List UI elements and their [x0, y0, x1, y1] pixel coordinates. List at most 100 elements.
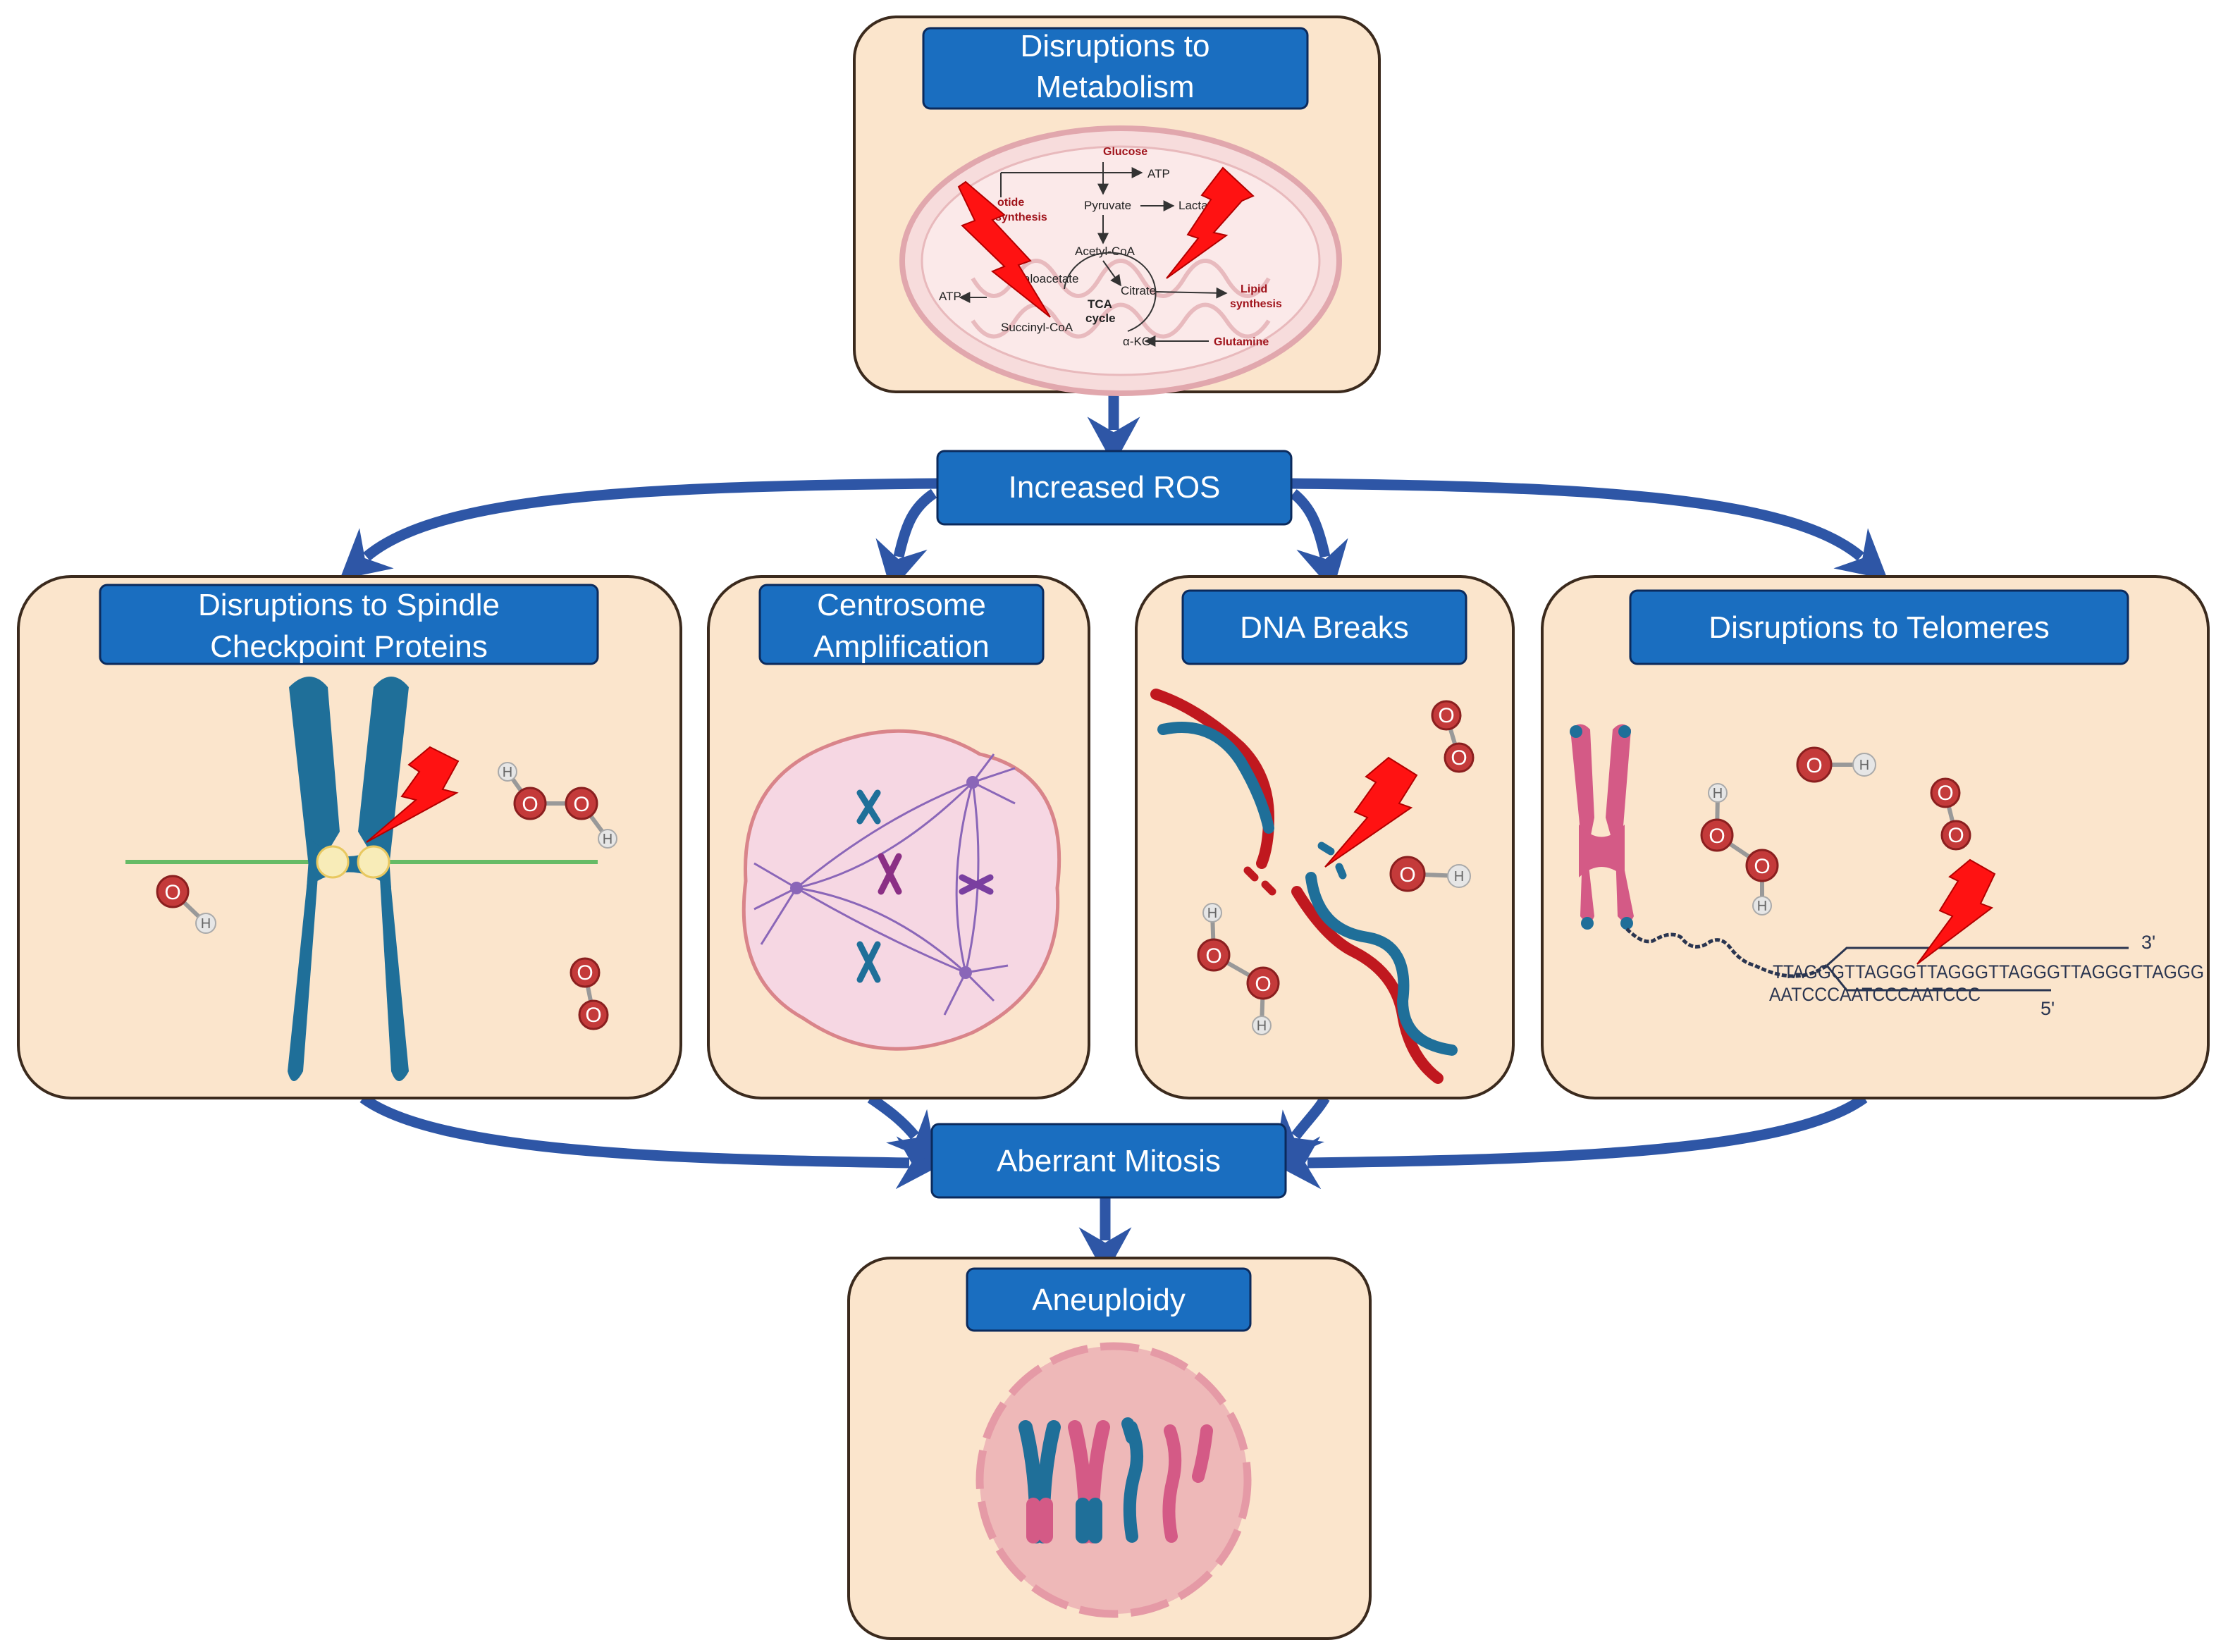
arrow-ros-to-telomeres	[1289, 478, 1888, 580]
dna-helix-illustration	[1150, 689, 1458, 1084]
svg-text:O: O	[577, 961, 593, 985]
svg-text:O: O	[1255, 973, 1271, 996]
telomere-strand-lines	[1826, 947, 2129, 992]
svg-text:O: O	[1399, 863, 1415, 887]
glucose-label: Glucose	[1103, 146, 1147, 158]
metabolism-header	[922, 27, 1309, 110]
mitochondrion-illustration	[899, 125, 1342, 396]
pyruvate-label: Pyruvate	[1084, 199, 1131, 212]
ros-title: Increased ROS	[1009, 470, 1221, 505]
mitosis-title: Aberrant Mitosis	[997, 1144, 1221, 1178]
dna-coil	[1625, 927, 1828, 978]
svg-text:H: H	[1757, 899, 1767, 914]
aneuploidy-title: Aneuploidy	[1032, 1283, 1186, 1317]
telomere-end-3prime: 3'	[2141, 932, 2155, 953]
centrosome-panel: Centrosome Amplification	[707, 575, 1090, 1099]
hydroxyl-molecule: O H	[1796, 746, 1876, 783]
centrosome-title-line2: Amplification	[813, 629, 989, 664]
arrow-dna-to-mitosis	[1274, 1095, 1330, 1164]
metabolism-title-line2: Metabolism	[1036, 70, 1195, 104]
acetyl-coa-label: Acetyl-CoA	[1075, 245, 1135, 258]
tca-label-1: TCA	[1088, 297, 1112, 311]
flow-arrows	[339, 392, 1888, 1276]
spindle-title-line1: Disruptions to Spindle	[198, 588, 500, 622]
telomeres-header	[1629, 589, 2129, 665]
lightning-bolt-icon	[366, 746, 460, 843]
superoxide-molecule: O O	[570, 957, 609, 1030]
dna-title: DNA Breaks	[1240, 610, 1409, 645]
tca-label-2: cycle	[1085, 312, 1116, 325]
arrow-spindle-to-mitosis	[359, 1093, 944, 1190]
telomere-chromosome-illustration	[1570, 724, 1634, 930]
ros-node: Increased ROS	[936, 450, 1293, 526]
kinetochore-left	[316, 845, 350, 879]
telomeres-title: Disruptions to Telomeres	[1709, 610, 2049, 645]
hydrogen-peroxide-molecule: H O O H	[498, 762, 617, 849]
nucleotide-label-1: otide	[997, 197, 1024, 209]
telomeres-panel: 3' TTAGGGTTAGGGTTAGGGTTAGGGTTAGGGTTAGGG …	[1541, 575, 2210, 1099]
lactate-label: Lacta	[1178, 199, 1208, 212]
arrow-ros-to-centrosome	[875, 488, 937, 591]
svg-text:O: O	[1205, 944, 1221, 968]
svg-text:H: H	[603, 832, 613, 847]
akg-label: α-KG	[1123, 335, 1151, 348]
telomere-top-strand: TTAGGGTTAGGGTTAGGGTTAGGGTTAGGGTTAGGG	[1773, 961, 2204, 982]
lightning-bolt-icon	[957, 180, 1051, 318]
metabolism-pathway: Glucose ATP otide synthesis Pyruvate Lac…	[939, 146, 1282, 348]
spindle-panel-box	[17, 575, 682, 1099]
kinetochore-right	[357, 845, 390, 879]
superoxide-molecule: O O	[1431, 700, 1475, 773]
hydrogen-peroxide-molecule: H O O H	[1197, 903, 1280, 1035]
metabolism-panel: Glucose ATP otide synthesis Pyruvate Lac…	[853, 16, 1381, 396]
svg-text:O: O	[1806, 754, 1822, 777]
svg-text:H: H	[1454, 869, 1464, 884]
svg-text:H: H	[201, 916, 211, 932]
svg-text:O: O	[1947, 824, 1964, 847]
mitosis-node: Aberrant Mitosis	[930, 1123, 1287, 1199]
svg-text:O: O	[573, 793, 589, 816]
aneuploid-chromosomes	[1018, 1417, 1213, 1543]
svg-text:O: O	[522, 793, 538, 816]
mitotic-chromosomes	[856, 789, 994, 983]
nucleotide-label-2: synthesis	[995, 211, 1047, 223]
arrow-centrosome-to-mitosis	[867, 1093, 937, 1164]
dna-header	[1181, 589, 1467, 665]
arrow-telomeres-to-mitosis	[1272, 1093, 1868, 1190]
ros-header	[936, 450, 1293, 526]
svg-text:O: O	[1438, 704, 1454, 727]
dna-panel-box	[1135, 575, 1515, 1099]
svg-text:H: H	[1859, 758, 1869, 773]
oxaloacetate-label: aloacetate	[1023, 272, 1078, 285]
glutamine-label: Glutamine	[1214, 336, 1269, 348]
lightning-bolt-icon	[1166, 166, 1255, 279]
dna-panel: O O O H H O O H DNA Breaks	[1135, 575, 1515, 1099]
metabolism-title-line1: Disruptions to	[1020, 29, 1210, 63]
hydrogen-peroxide-molecule: H O O H	[1700, 783, 1779, 916]
lightning-bolt-icon	[1324, 756, 1418, 868]
centrosome-title-line1: Centrosome	[817, 588, 986, 622]
spindle-header	[99, 584, 599, 665]
hydroxyl-molecule: O H	[1389, 856, 1471, 892]
hydroxyl-molecule: O H	[156, 875, 216, 934]
atp-top-label: ATP	[1147, 167, 1170, 180]
svg-text:O: O	[1709, 825, 1725, 848]
chromosome-illustration	[288, 677, 409, 1081]
svg-text:H: H	[1207, 906, 1217, 921]
svg-text:O: O	[1754, 855, 1770, 878]
telomere-bottom-strand: AATCCCAATCCCAATCCC	[1769, 984, 1981, 1005]
atp-left-label: ATP	[939, 290, 961, 303]
citrate-label: Citrate	[1121, 284, 1156, 297]
svg-text:O: O	[1451, 746, 1467, 770]
spindle-title-line2: Checkpoint Proteins	[210, 629, 488, 664]
mitosis-header	[930, 1123, 1287, 1199]
telomere-end-5prime: 5'	[2041, 998, 2055, 1019]
svg-text:O: O	[1937, 782, 1953, 805]
svg-text:H: H	[1257, 1018, 1267, 1034]
arrow-ros-to-dna	[1290, 489, 1348, 591]
aneuploidy-panel: Aneuploidy	[847, 1257, 1372, 1640]
aneuploidy-header	[966, 1267, 1252, 1332]
telomeres-panel-box	[1541, 575, 2210, 1099]
svg-text:O: O	[585, 1004, 601, 1027]
svg-text:O: O	[164, 881, 180, 904]
arrow-ros-to-spindle	[339, 478, 938, 580]
